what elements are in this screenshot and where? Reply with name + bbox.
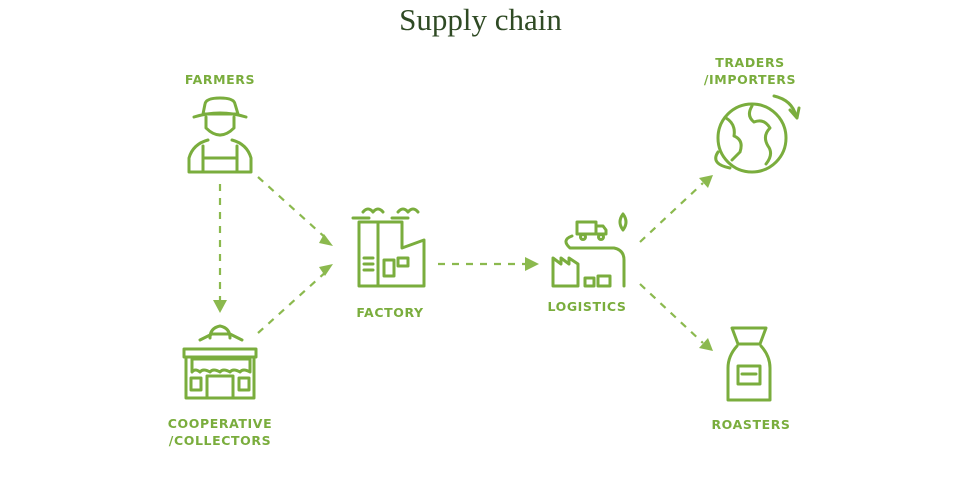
farmers-label: FARMERS [184, 72, 256, 87]
factory-icon [351, 207, 426, 288]
farmer-icon [187, 96, 253, 174]
arrow-logistics-to-traders [639, 175, 713, 243]
cooperative-label: COOPERATIVE /COLLECTORS [167, 416, 273, 448]
globe-icon [714, 94, 801, 174]
arrow-factory-to-logistics [438, 257, 539, 271]
arrow-cooperative-to-factory [257, 264, 333, 334]
factory-label: FACTORY [356, 305, 424, 320]
traders-label: TRADERS /IMPORTERS [703, 55, 797, 87]
arrow-farmers-to-factory [257, 176, 333, 246]
arrow-farmers-to-cooperative [213, 184, 227, 313]
roaster-icon [726, 326, 772, 402]
roasters-label: ROASTERS [711, 417, 791, 432]
arrow-logistics-to-roasters [639, 283, 713, 351]
logistics-label: LOGISTICS [547, 299, 627, 314]
logistics-icon [551, 212, 628, 288]
page-title: Supply chain [399, 2, 562, 37]
shop-icon [182, 324, 258, 400]
